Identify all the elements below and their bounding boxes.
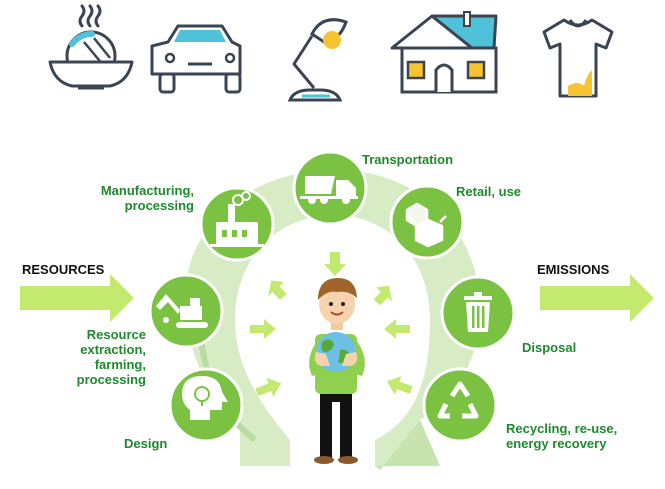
retail-label: Retail, use	[456, 184, 522, 199]
recycling-label: Recycling, re-use, energy recovery	[506, 421, 618, 451]
design-label: Design	[124, 436, 168, 451]
trash-bin-icon	[464, 292, 492, 332]
excavator-icon	[156, 294, 208, 328]
car-icon	[150, 24, 242, 94]
resources-arrow	[20, 274, 134, 322]
person-figure	[309, 278, 365, 464]
emissions-label: EMISSIONS	[537, 262, 610, 277]
transportation-label: Transportation	[362, 152, 454, 167]
desk-lamp-icon	[287, 18, 348, 102]
factory-icon	[210, 191, 264, 247]
lightbulb-head-icon	[182, 376, 228, 420]
tshirt-icon	[542, 18, 614, 98]
manufacturing-label: Manufacturing, processing	[100, 183, 194, 213]
disposal-label: Disposal	[522, 340, 577, 355]
boxes-icon	[405, 202, 447, 248]
house-icon	[390, 11, 498, 94]
extraction-label: Resource extraction, farming, processing	[76, 327, 146, 387]
resources-label: RESOURCES	[22, 262, 105, 277]
recycle-icon	[437, 381, 479, 419]
food-bowl-icon	[48, 4, 134, 90]
emissions-arrow	[540, 274, 654, 322]
truck-icon	[300, 176, 358, 204]
